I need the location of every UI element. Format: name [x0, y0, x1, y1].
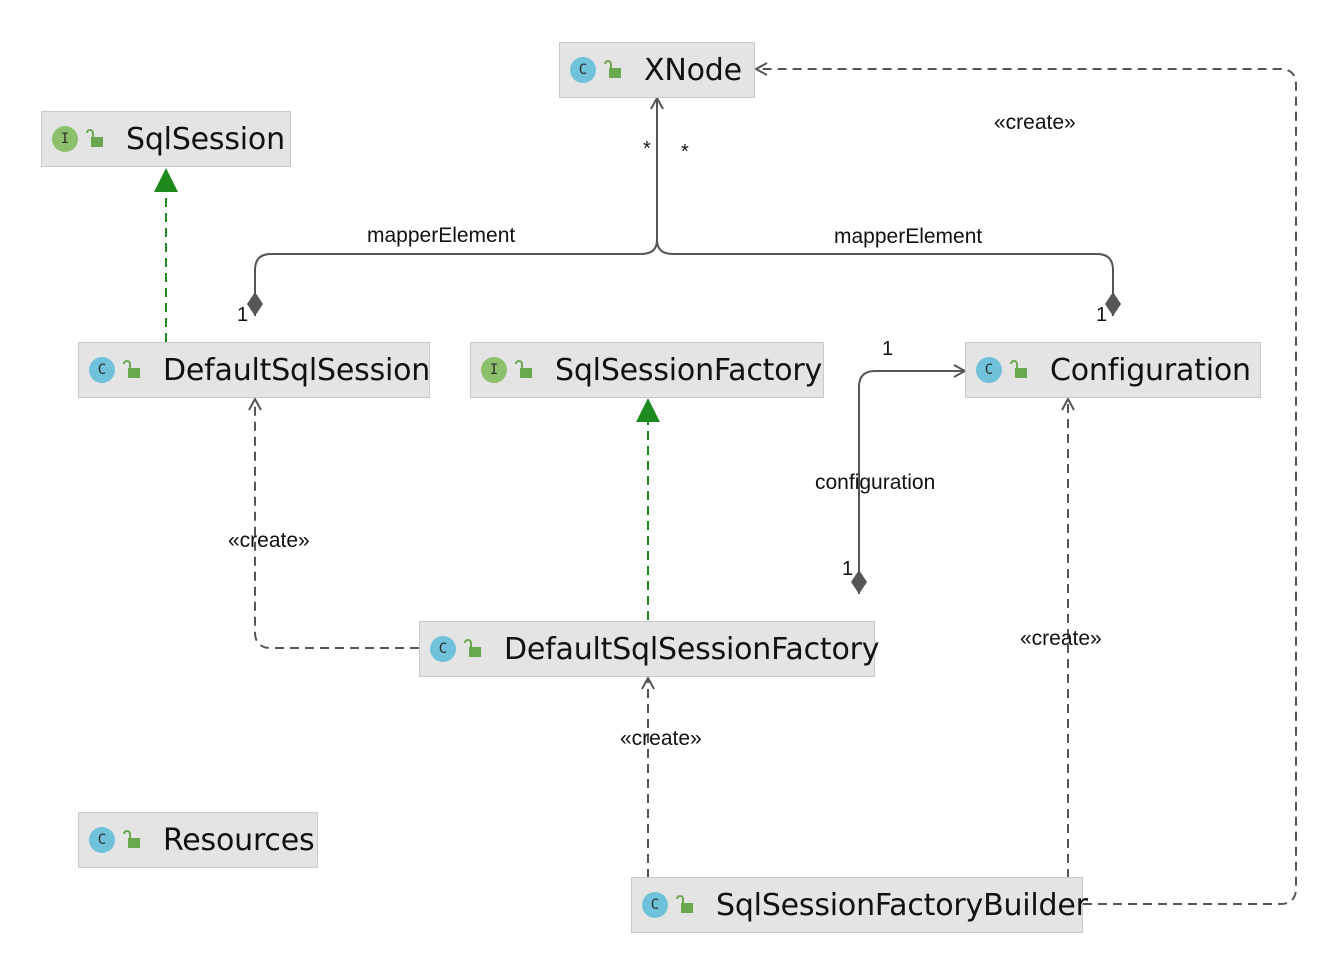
node-label: Configuration — [1050, 352, 1251, 388]
node-sqlsessionfactory[interactable]: I SqlSessionFactory — [470, 342, 824, 398]
node-defaultsqlsession[interactable]: C DefaultSqlSession — [78, 342, 430, 398]
node-defaultsqlsessionfactory[interactable]: C DefaultSqlSessionFactory — [419, 621, 879, 677]
node-sqlsession[interactable]: I SqlSession — [41, 111, 291, 167]
composition-edge-defaultsqlsession-xnode — [255, 98, 657, 316]
node-resources[interactable]: C Resources — [78, 812, 318, 868]
public-access-icon — [123, 830, 140, 848]
node-label: DefaultSqlSession — [163, 352, 431, 388]
node-configuration[interactable]: C Configuration — [965, 342, 1261, 398]
edge-label-mapperelement-right: mapperElement — [834, 225, 982, 248]
node-xnode[interactable]: C XNode — [559, 42, 755, 98]
multiplicity-defaultsqlsession: 1 — [237, 304, 248, 326]
multiplicity-factory-source: 1 — [842, 558, 853, 580]
class-icon: C — [976, 357, 1002, 383]
public-access-icon — [464, 639, 481, 657]
node-label: DefaultSqlSessionFactory — [504, 631, 880, 667]
public-access-icon — [86, 129, 103, 147]
public-access-icon — [123, 360, 140, 378]
multiplicity-configuration-target: 1 — [882, 338, 893, 360]
edge-label-create-right: «create» — [1020, 627, 1102, 650]
create-edge-factory-defaultsqlsession — [255, 399, 419, 649]
multiplicity-xnode-left: * — [643, 138, 651, 160]
class-icon: C — [570, 57, 596, 83]
edge-label-create-top: «create» — [994, 111, 1076, 134]
interface-icon: I — [52, 126, 78, 152]
public-access-icon — [604, 60, 621, 78]
composition-edge-factory-configuration — [859, 371, 965, 594]
interface-icon: I — [481, 357, 507, 383]
class-icon: C — [642, 892, 668, 918]
public-access-icon — [676, 895, 693, 913]
edge-label-create-left: «create» — [228, 529, 310, 552]
class-icon: C — [89, 827, 115, 853]
composition-edge-configuration-xnode — [656, 239, 1121, 316]
edge-label-create-mid: «create» — [620, 727, 702, 750]
multiplicity-xnode-right: * — [681, 141, 689, 163]
node-sqlsessionfactorybuilder[interactable]: C SqlSessionFactoryBuilder — [631, 877, 1088, 933]
node-label: Resources — [163, 822, 315, 858]
edge-label-configuration: configuration — [815, 471, 935, 494]
class-icon: C — [89, 357, 115, 383]
public-access-icon — [515, 360, 532, 378]
public-access-icon — [1010, 360, 1027, 378]
class-icon: C — [430, 636, 456, 662]
node-label: SqlSessionFactoryBuilder — [716, 887, 1088, 923]
create-edge-builder-xnode — [756, 69, 1297, 905]
node-label: SqlSession — [126, 121, 285, 157]
node-label: SqlSessionFactory — [555, 352, 823, 388]
edge-label-mapperelement-left: mapperElement — [367, 224, 515, 247]
multiplicity-configuration-mapper: 1 — [1096, 304, 1107, 326]
node-label: XNode — [644, 52, 742, 88]
